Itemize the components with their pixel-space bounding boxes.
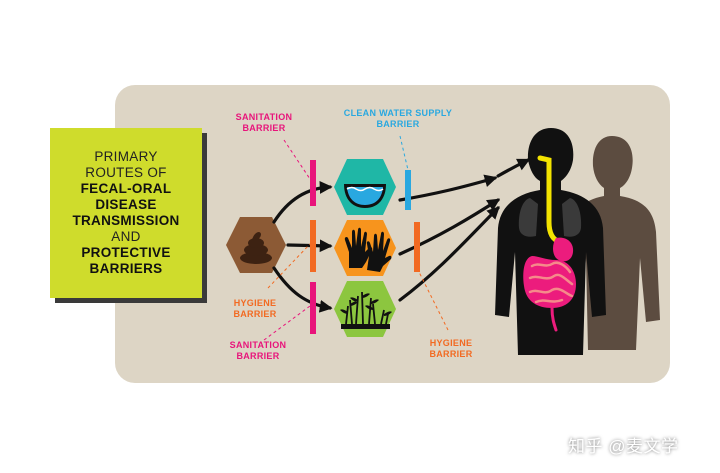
human-shadow-silhouette-icon bbox=[566, 136, 660, 350]
plants-icon bbox=[340, 291, 392, 329]
title-box: PRIMARY ROUTES OF FECAL-ORAL DISEASE TRA… bbox=[50, 128, 202, 298]
arrow-feces-to-plants bbox=[272, 266, 333, 313]
water-barrier-bar bbox=[405, 170, 411, 210]
arrow-feces-to-hands bbox=[286, 239, 333, 253]
stomach-icon bbox=[553, 237, 574, 262]
title-line: FECAL-ORAL bbox=[80, 181, 172, 196]
human-silhouette-icon bbox=[495, 128, 606, 355]
title-line: ROUTES OF bbox=[85, 165, 167, 180]
label-leaders bbox=[263, 135, 449, 341]
hygiene-barrier-bar-right bbox=[414, 222, 420, 272]
plants-hexagon bbox=[334, 281, 396, 337]
sanitation-barrier-bar-top bbox=[310, 160, 316, 206]
arrow-into-mouth bbox=[496, 158, 531, 178]
water-hexagon bbox=[334, 159, 396, 215]
hands-icon bbox=[344, 227, 392, 272]
sanitation-barrier-bar-bottom bbox=[310, 282, 316, 334]
clean-water-barrier-label: CLEAN WATER SUPPLY BARRIER bbox=[343, 108, 453, 129]
title-line: TRANSMISSION bbox=[72, 213, 180, 228]
sanitation-barrier-label-top: SANITATION BARRIER bbox=[235, 112, 293, 133]
title-line: BARRIERS bbox=[89, 261, 163, 276]
title-line: PRIMARY bbox=[94, 149, 158, 164]
feces-icon bbox=[240, 232, 272, 264]
hygiene-barrier-label-left: HYGIENE BARRIER bbox=[233, 298, 277, 319]
sanitation-barrier-label-bottom: SANITATION BARRIER bbox=[229, 340, 287, 361]
intestines-icon bbox=[523, 256, 576, 308]
arrow-hands-to-human bbox=[398, 198, 501, 256]
watermark: 知乎 @麦文学 bbox=[568, 437, 679, 456]
barriers bbox=[310, 160, 420, 334]
hygiene-barrier-bar-left bbox=[310, 220, 316, 272]
arrow-feces-to-water bbox=[272, 181, 333, 224]
hygiene-barrier-label-right: HYGIENE BARRIER bbox=[429, 338, 473, 359]
feces-hexagon bbox=[226, 217, 286, 273]
title-line: PROTECTIVE bbox=[81, 245, 171, 260]
title-line: DISEASE bbox=[95, 197, 157, 212]
water-icon bbox=[344, 184, 386, 208]
hands-hexagon bbox=[334, 220, 396, 276]
title-line: AND bbox=[111, 229, 141, 244]
lungs-icon bbox=[518, 198, 582, 237]
arrow-plants-to-human bbox=[398, 206, 500, 302]
